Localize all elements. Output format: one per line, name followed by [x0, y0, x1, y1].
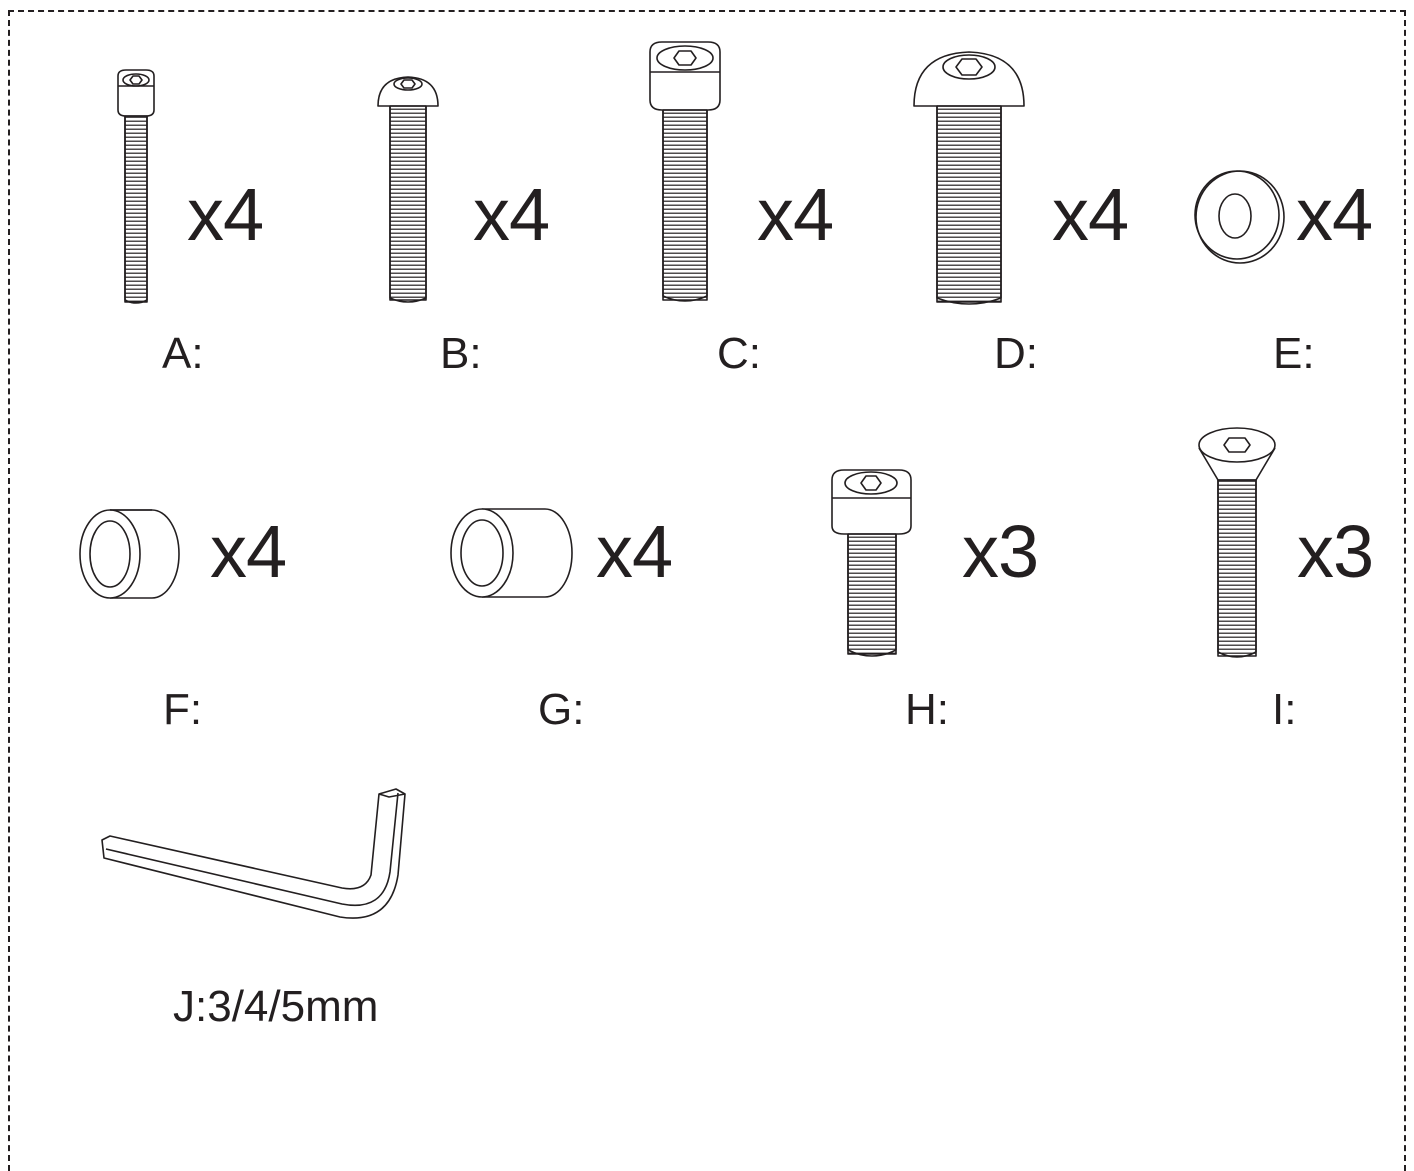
socket-head-cap-screw-long-icon	[117, 69, 155, 304]
part-e-quantity: x4	[1296, 173, 1373, 256]
part-g-label: G:	[538, 685, 585, 734]
part-j-label: J:3/4/5mm	[173, 982, 379, 1031]
part-d-quantity: x4	[1052, 173, 1129, 256]
part-f-label: F:	[163, 685, 203, 734]
part-e-label: E:	[1273, 329, 1315, 378]
part-f-quantity: x4	[210, 510, 287, 593]
part-g-quantity: x4	[596, 510, 673, 593]
button-head-screw-large-icon	[913, 51, 1025, 305]
part-i-quantity: x3	[1297, 510, 1374, 593]
hardware-panel-border	[8, 10, 1406, 1171]
countersunk-screw-icon	[1198, 427, 1276, 658]
part-h-label: H:	[905, 685, 949, 734]
part-c-quantity: x4	[757, 173, 834, 256]
button-head-screw-icon	[377, 76, 439, 303]
hex-key-icon	[101, 788, 406, 919]
part-d-label: D:	[994, 329, 1038, 378]
part-i-label: I:	[1272, 685, 1297, 734]
flat-washer-icon	[1194, 170, 1285, 264]
short-socket-head-screw-icon	[831, 469, 912, 657]
part-a-quantity: x4	[187, 173, 264, 256]
socket-head-cap-screw-icon	[649, 41, 721, 302]
part-b-label: B:	[440, 329, 482, 378]
part-h-quantity: x3	[962, 510, 1039, 593]
part-a-label: A:	[162, 329, 204, 378]
long-spacer-icon	[450, 508, 573, 598]
short-spacer-icon	[79, 509, 180, 599]
part-c-label: C:	[717, 329, 761, 378]
part-b-quantity: x4	[473, 173, 550, 256]
